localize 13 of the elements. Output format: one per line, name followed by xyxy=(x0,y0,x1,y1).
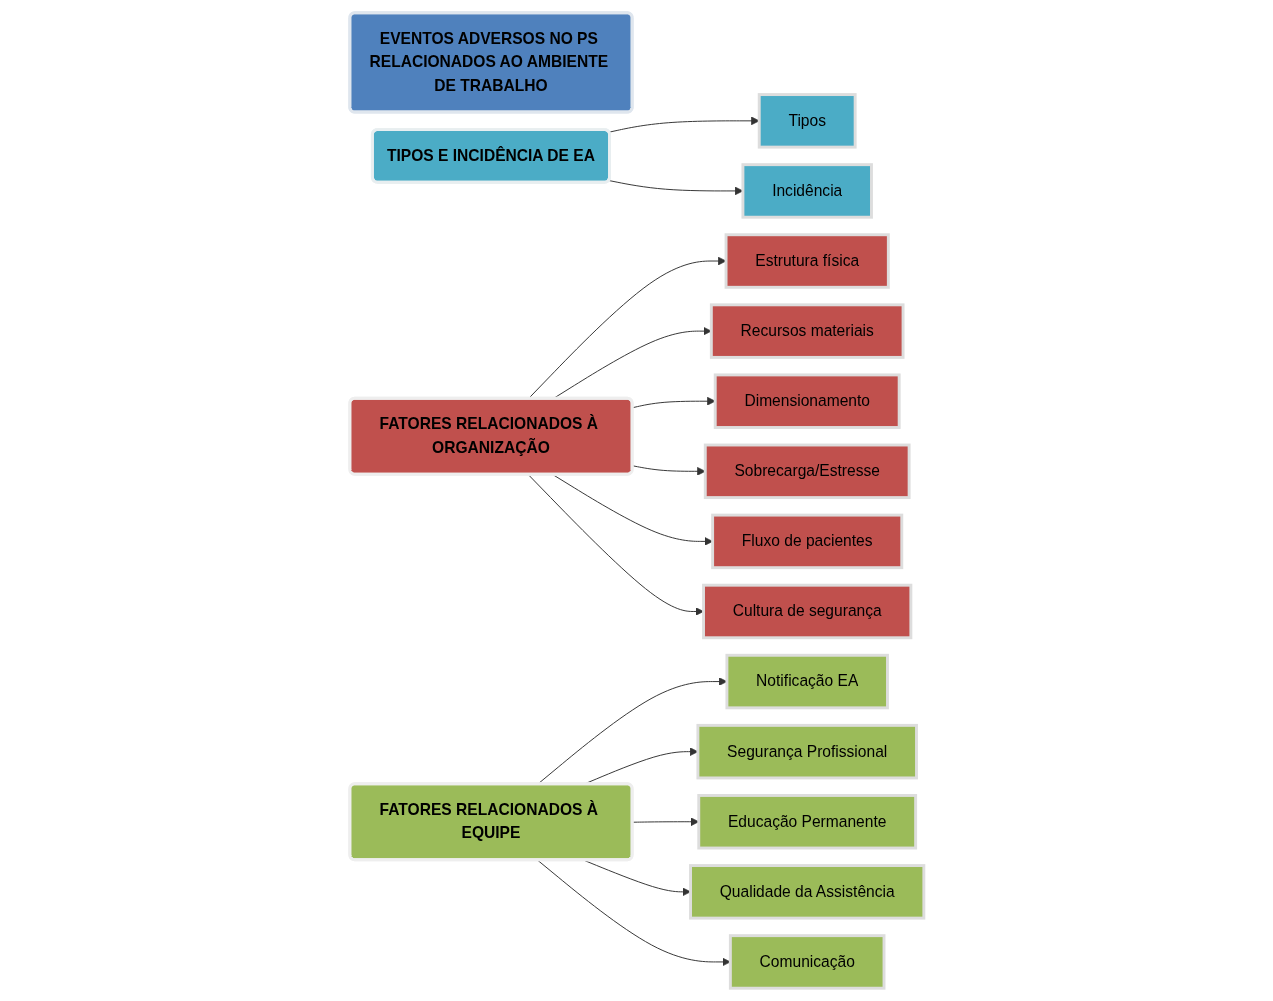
node-box: Sobrecarga/Estresse xyxy=(703,443,911,500)
node-box: Incidência xyxy=(741,163,873,219)
node-box: Fluxo de pacientes xyxy=(710,513,903,570)
node-box: Educação Permanente xyxy=(696,794,917,850)
node-box: Notificação EA xyxy=(725,653,889,710)
node-box: Comunicação xyxy=(728,934,886,990)
node-box: Tipos xyxy=(757,93,857,149)
node-box: Cultura de segurança xyxy=(701,583,912,640)
node-box: Qualidade da Assistência xyxy=(688,864,925,920)
node-box: Recursos materiais xyxy=(709,303,905,359)
node-box: Dimensionamento xyxy=(713,373,901,429)
node-box: Segurança Profissional xyxy=(696,723,918,780)
node-box: Estrutura física xyxy=(724,233,890,289)
